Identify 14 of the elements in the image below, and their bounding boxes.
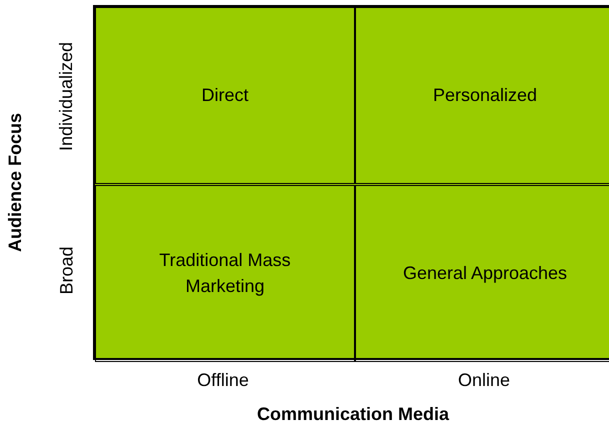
axis-category-label: Broad: [56, 246, 78, 294]
quadrant-label: Direct: [200, 84, 250, 107]
axis-category-label: Individualized: [56, 41, 78, 151]
axis-title: Communication Media: [256, 404, 449, 424]
axis-category-label: Online: [458, 370, 510, 390]
quadrant-label: General Approaches: [402, 262, 568, 285]
quadrant-label: Traditional Mass Marketing: [158, 249, 292, 298]
quadrant-cell: [95, 7, 355, 184]
quadrant-cell: [95, 185, 355, 362]
axis-title: Audience Focus: [4, 112, 26, 252]
quadrant-cell: [355, 185, 609, 362]
axis-category-label: Offline: [197, 370, 249, 390]
quadrant-label: Personalized: [432, 84, 538, 107]
quadrant-cell: [355, 7, 609, 184]
